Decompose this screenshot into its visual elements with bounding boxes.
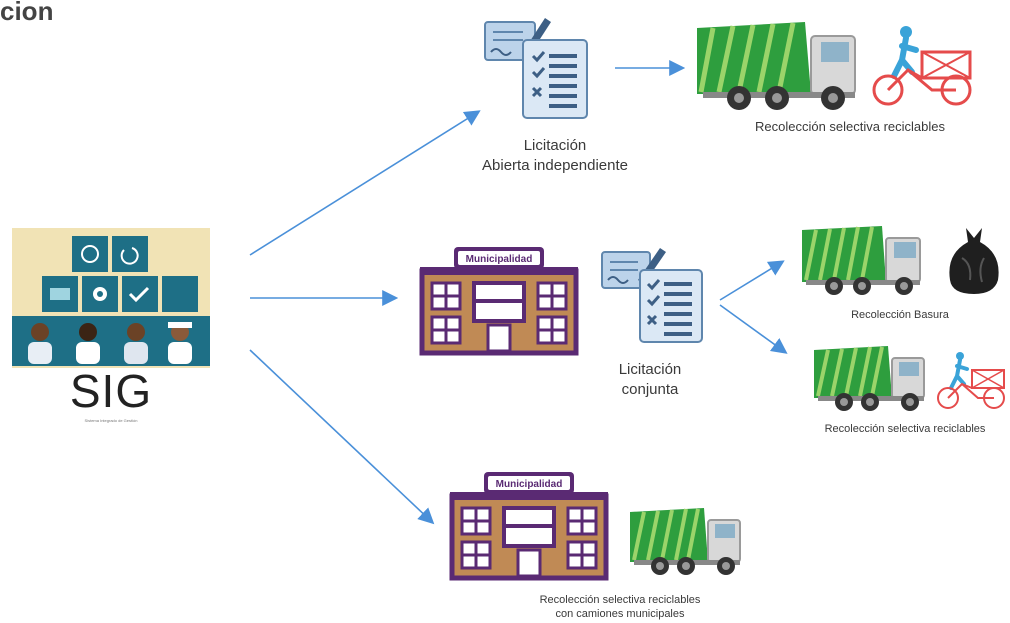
middle-result-b-label: Recolección selectiva reciclables bbox=[824, 423, 986, 435]
garbage-bag-icon bbox=[949, 228, 999, 294]
top-result-label: Recolección selectiva reciclables bbox=[754, 119, 946, 134]
top-label-line2: Abierta independiente bbox=[482, 157, 628, 175]
garbage-truck-icon-2 bbox=[802, 226, 921, 295]
top-licitacion-label: Licitación Abierta independiente bbox=[445, 136, 665, 177]
sig-illustration bbox=[12, 228, 210, 368]
bottom-building-sign: Municipalidad bbox=[496, 479, 563, 490]
page-title: cion bbox=[0, 0, 54, 26]
sig-subtitle: Sistema Integrado de Gestión bbox=[84, 418, 138, 423]
arrow-sig-to-bottom bbox=[249, 349, 435, 525]
garbage-truck-icon bbox=[697, 22, 856, 110]
contract-document-icon-2 bbox=[601, 248, 703, 343]
municipality-building-icon: Municipalidad bbox=[419, 247, 579, 356]
municipality-building-icon-2: Municipalidad bbox=[449, 472, 609, 581]
recycling-tricycle-icon bbox=[872, 26, 972, 106]
top-label-line1: Licitación bbox=[523, 137, 587, 154]
contract-document-icon bbox=[484, 18, 588, 119]
sig-label: SIG bbox=[69, 365, 153, 417]
garbage-truck-icon-3 bbox=[814, 346, 925, 411]
arrow-mid-doc-to-basura bbox=[719, 260, 785, 301]
garbage-truck-icon-4 bbox=[630, 508, 741, 575]
bottom-result-label: Recolección selectiva reciclables con ca… bbox=[480, 594, 760, 622]
bottom-result-line1: Recolección selectiva reciclables bbox=[539, 594, 701, 606]
middle-label-line2: conjunta bbox=[621, 381, 679, 399]
sig-logo: SIG Sistema Integrado de Gestión bbox=[12, 228, 210, 428]
middle-building-sign: Municipalidad bbox=[466, 254, 533, 265]
bottom-result-line2: con camiones municipales bbox=[555, 607, 685, 620]
middle-label-line1: Licitación bbox=[618, 361, 682, 378]
recycling-tricycle-icon-2 bbox=[937, 352, 1005, 409]
arrow-sig-to-top bbox=[249, 110, 481, 256]
middle-licitacion-label: Licitación conjunta bbox=[580, 360, 720, 401]
middle-result-a-label: Recolección Basura bbox=[851, 309, 949, 321]
arrow-mid-doc-to-reciclables bbox=[719, 304, 788, 354]
